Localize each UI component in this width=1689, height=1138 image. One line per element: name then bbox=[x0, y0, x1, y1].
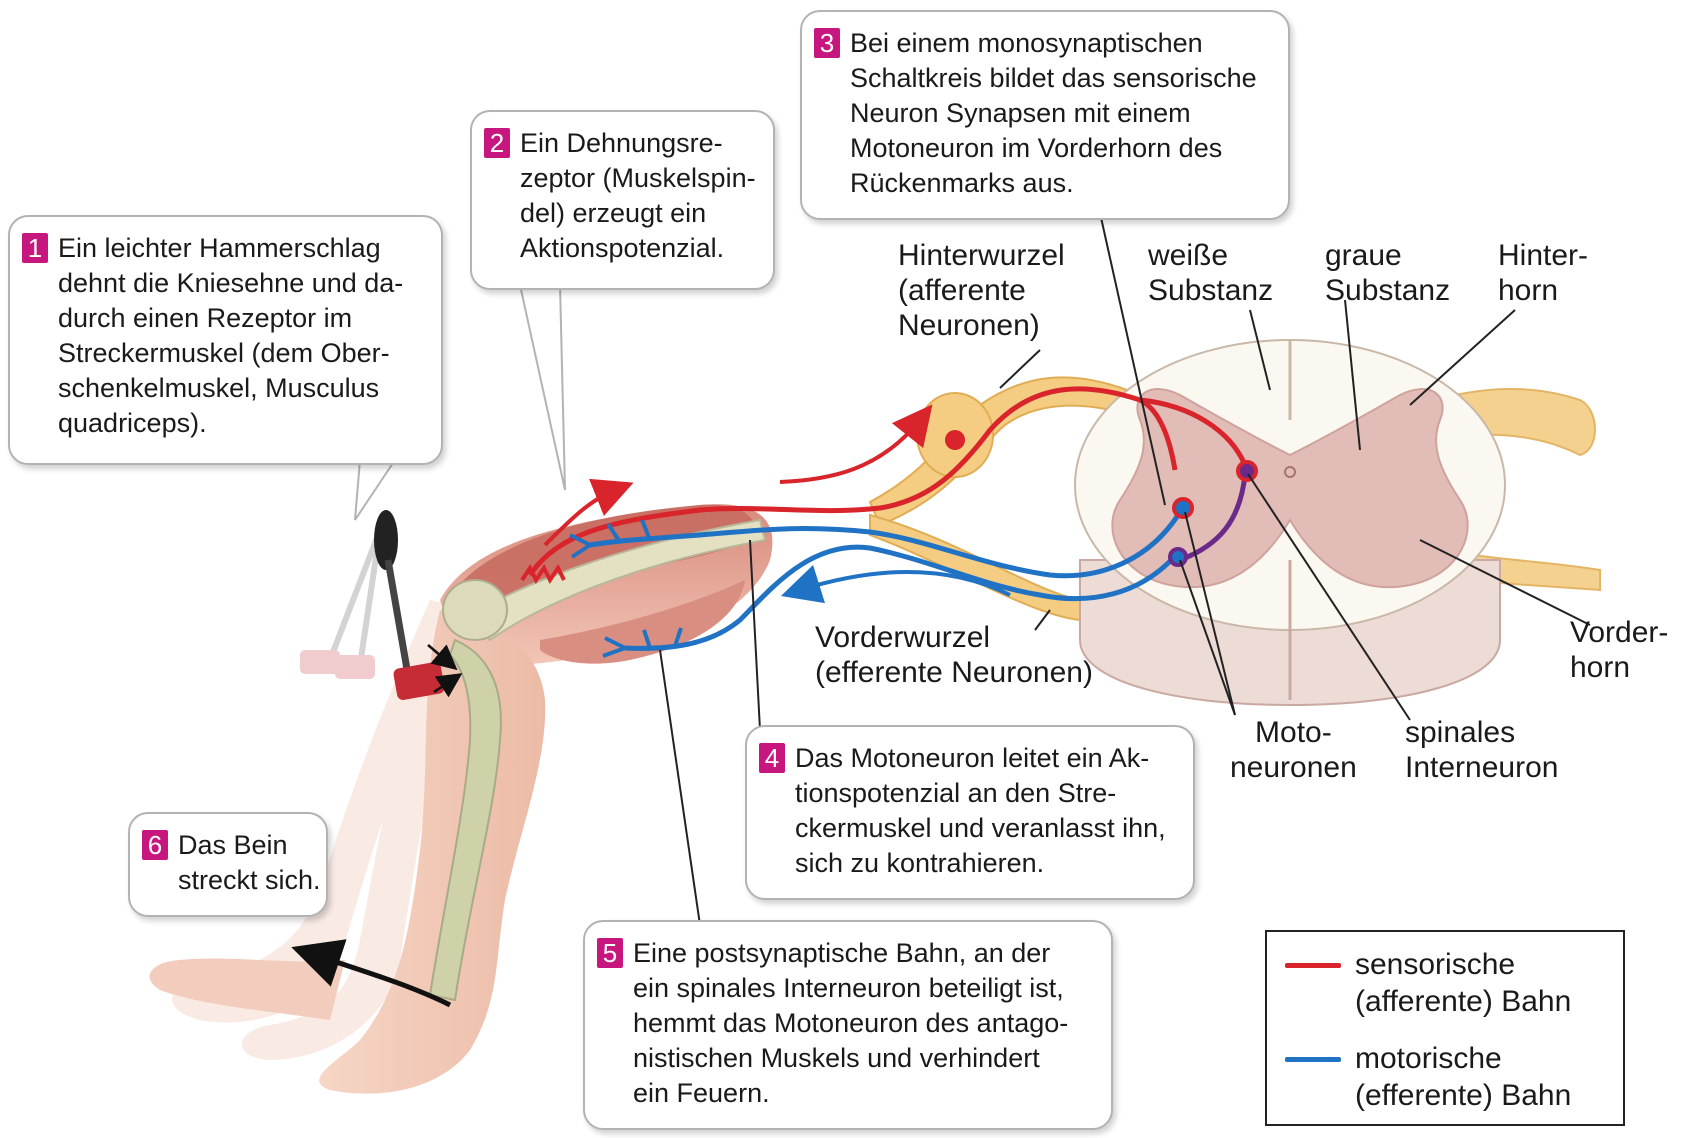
step-1-badge: 1 bbox=[22, 233, 48, 263]
step-5-badge: 5 bbox=[597, 938, 623, 968]
step-2-line: del) erzeugt ein bbox=[520, 198, 707, 228]
step-1-callout: 1 Ein leichter Hammerschlag dehnt die Kn… bbox=[8, 215, 443, 465]
step-5-line: Eine postsynaptische Bahn, an der bbox=[633, 938, 1051, 968]
step-6-line: streckt sich. bbox=[178, 865, 321, 895]
label-line: horn bbox=[1498, 274, 1559, 307]
tibia bbox=[428, 638, 502, 1002]
label-line: Substanz bbox=[1325, 274, 1451, 307]
label-graue-substanz: graue Substanz bbox=[1325, 238, 1450, 308]
label-line: weiße bbox=[1148, 239, 1229, 272]
legend-text: sensorische bbox=[1355, 948, 1516, 981]
step-3-line: Bei einem monosynaptischen bbox=[850, 28, 1203, 58]
step-6-callout: 6 Das Bein streckt sich. bbox=[128, 812, 328, 917]
step-4-line: tionspotenzial an den Stre- bbox=[795, 778, 1117, 808]
reflex-hammer bbox=[300, 510, 463, 700]
step-5-line: ein Feuern. bbox=[633, 1078, 770, 1108]
label-line: spinales bbox=[1405, 716, 1516, 749]
step-1-line: schenkelmuskel, Musculus bbox=[58, 373, 380, 403]
step-2-line: Ein Dehnungsre- bbox=[520, 128, 723, 158]
arrow-leg-extends bbox=[291, 939, 452, 1008]
motor-pathway-extensor bbox=[589, 510, 1183, 579]
step-1-line: Streckermuskel (dem Ober- bbox=[58, 338, 390, 368]
ganglion-cell-body bbox=[945, 430, 965, 450]
label-line: Hinter- bbox=[1498, 239, 1589, 272]
legend-swatch-sensory bbox=[1285, 963, 1341, 968]
label-hinterhorn: Hinter- horn bbox=[1498, 238, 1588, 308]
step-1-line: durch einen Rezeptor im bbox=[58, 303, 353, 333]
label-vorderwurzel: Vorderwurzel (efferente Neuronen) bbox=[815, 620, 1093, 690]
legend: sensorische (afferente) Bahn motorische … bbox=[1265, 930, 1625, 1126]
arrow-sensory-2 bbox=[779, 404, 933, 484]
label-line: graue bbox=[1325, 239, 1402, 272]
step-6-badge: 6 bbox=[142, 830, 168, 860]
label-hinterwurzel: Hinterwurzel (afferente Neuronen) bbox=[898, 238, 1065, 343]
step-2-line: zeptor (Muskelspin- bbox=[520, 163, 756, 193]
arrow-sensory-1 bbox=[543, 478, 634, 547]
synapse-antagonist-motoneuron bbox=[1168, 547, 1188, 567]
legend-text: (afferente) Bahn bbox=[1355, 985, 1572, 1018]
step-2-callout: 2 Ein Dehnungsre- zeptor (Muskelspin- de… bbox=[470, 110, 775, 290]
step-1-line: Ein leichter Hammerschlag bbox=[58, 233, 381, 263]
step-4-line: Das Motoneuron leitet ein Ak- bbox=[795, 743, 1150, 773]
step-1-line: quadriceps). bbox=[58, 408, 207, 438]
legend-text: motorische bbox=[1355, 1042, 1502, 1075]
label-line: Substanz bbox=[1148, 274, 1274, 307]
motor-pathway-antagonist bbox=[624, 544, 1178, 651]
legend-text: (efferente) Bahn bbox=[1355, 1079, 1572, 1112]
label-line: (efferente Neuronen) bbox=[815, 656, 1093, 689]
step-3-line: Neuron Synapsen mit einem bbox=[850, 98, 1191, 128]
step-3-line: Motoneuron im Vorderhorn des bbox=[850, 133, 1223, 163]
step-3-badge: 3 bbox=[814, 28, 840, 58]
leader-lines bbox=[659, 212, 1591, 926]
legend-item-sensory: sensorische (afferente) Bahn bbox=[1285, 946, 1571, 1020]
label-line: Interneuron bbox=[1405, 751, 1559, 784]
step-3-line: Rückenmarks aus. bbox=[850, 168, 1074, 198]
step-4-callout: 4 Das Motoneuron leitet ein Ak- tionspot… bbox=[745, 725, 1195, 900]
label-line: Vorder- bbox=[1570, 616, 1669, 649]
step-5-line: ein spinales Interneuron beteiligt ist, bbox=[633, 973, 1064, 1003]
gray-matter bbox=[1111, 388, 1469, 589]
step-2-line: Aktionspotenzial. bbox=[520, 233, 725, 263]
label-line: (afferente bbox=[898, 274, 1026, 307]
step-5-callout: 5 Eine postsynaptische Bahn, an der ein … bbox=[583, 920, 1113, 1130]
step-5-line: hemmt das Motoneuron des antago- bbox=[633, 1008, 1069, 1038]
synapse-interneuron bbox=[1236, 460, 1258, 482]
antagonist-muscle bbox=[540, 580, 745, 664]
label-motoneuronen: Moto- neuronen bbox=[1230, 715, 1357, 785]
step-4-line: ckermuskel und veranlasst ihn, bbox=[795, 813, 1166, 843]
label-spinales-interneuron: spinales Interneuron bbox=[1405, 715, 1558, 785]
step-6-line: Das Bein bbox=[178, 830, 288, 860]
sensory-pathway bbox=[527, 386, 1178, 577]
label-line: Moto- bbox=[1255, 716, 1332, 749]
step-4-line: sich zu kontrahieren. bbox=[795, 848, 1045, 878]
label-line: neuronen bbox=[1230, 751, 1357, 784]
step-4-badge: 4 bbox=[759, 743, 785, 773]
motor-endplates-extensor bbox=[569, 519, 652, 559]
legend-item-motor: motorische (efferente) Bahn bbox=[1285, 1040, 1571, 1114]
step-3-callout: 3 Bei einem monosynaptischen Schaltkreis… bbox=[800, 10, 1290, 220]
sensory-branch-to-interneuron bbox=[1139, 397, 1248, 467]
label-line: horn bbox=[1570, 651, 1631, 684]
label-line: Vorderwurzel bbox=[815, 621, 991, 654]
legend-swatch-motor bbox=[1285, 1057, 1341, 1062]
leg-ghost-positions bbox=[171, 600, 470, 1060]
step-2-badge: 2 bbox=[484, 128, 510, 158]
arrow-motor bbox=[780, 564, 1011, 604]
interneuron-path bbox=[1179, 474, 1248, 563]
label-weisse-substanz: weiße Substanz bbox=[1148, 238, 1273, 308]
muscle-spindle bbox=[520, 564, 566, 584]
motor-endplates-antagonist bbox=[602, 627, 683, 658]
step-1-line: dehnt die Kniesehne und da- bbox=[58, 268, 404, 298]
label-line: Hinterwurzel bbox=[898, 239, 1065, 272]
patella bbox=[442, 579, 508, 641]
label-line: Neuronen) bbox=[898, 309, 1040, 342]
step-3-line: Schaltkreis bildet das sensorische bbox=[850, 63, 1257, 93]
label-vorderhorn: Vorder- horn bbox=[1570, 615, 1668, 685]
synapse-motoneuron bbox=[1172, 497, 1194, 519]
step-5-line: nistischen Muskels und verhindert bbox=[633, 1043, 1040, 1073]
